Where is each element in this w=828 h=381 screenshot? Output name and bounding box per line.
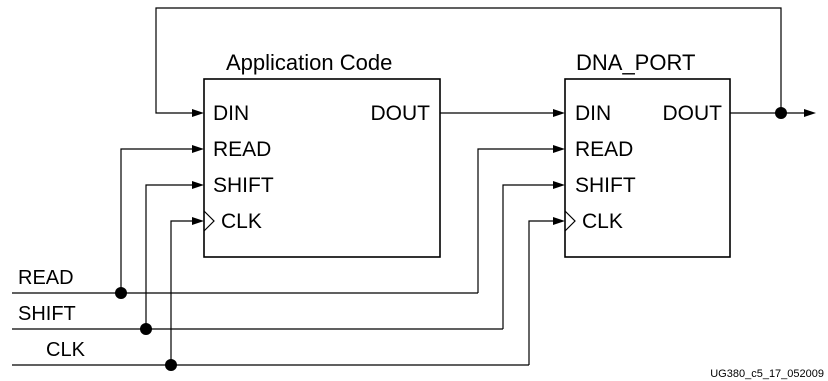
dna-clk-pin-label: CLK [582,210,623,233]
dna-dout-pin-label: DOUT [663,102,723,125]
app-read-arrowhead [192,145,204,153]
dout-feedback-wire [155,7,782,114]
dna-read-arrowhead [553,145,565,153]
app-clock-triangle-icon [203,210,215,232]
dna-clk-arrowhead [553,217,565,225]
dout-output-arrowhead [804,109,816,117]
clk-junction-dot [165,359,177,371]
dna-shift-arrowhead [553,181,565,189]
app-shift-arrowhead [192,181,204,189]
clk-to-app-wire [170,220,194,365]
dna-clock-triangle-icon [564,210,576,232]
dna-din-pin-label: DIN [575,102,611,125]
dna-port-block [564,78,731,258]
read-junction-dot [115,287,127,299]
read-to-app-wire [120,148,194,293]
app-clk-arrowhead [192,217,204,225]
application-code-block [203,78,441,258]
app-shift-pin-label: SHIFT [213,174,274,197]
shift-junction-dot [140,323,152,335]
app-dout-pin-label: DOUT [371,102,431,125]
shift-signal-label: SHIFT [18,303,76,325]
dna-shift-pin-label: SHIFT [575,174,636,197]
dna-din-arrowhead [553,109,565,117]
read-signal-label: READ [18,267,74,289]
shift-to-app-wire [145,184,194,329]
dna-read-pin-label: READ [575,138,633,161]
app-read-pin-label: READ [213,138,271,161]
dna-port-title: DNA_PORT [576,50,695,75]
app-din-arrowhead [192,109,204,117]
read-to-dna-wire [477,148,555,293]
application-code-title: Application Code [226,50,392,75]
app-clk-pin-label: CLK [221,210,262,233]
clk-to-dna-wire [528,220,555,365]
figure-id: UG380_c5_17_052009 [710,368,824,380]
clk-signal-label: CLK [46,339,86,361]
app-din-pin-label: DIN [213,102,249,125]
shift-to-dna-wire [502,184,555,329]
